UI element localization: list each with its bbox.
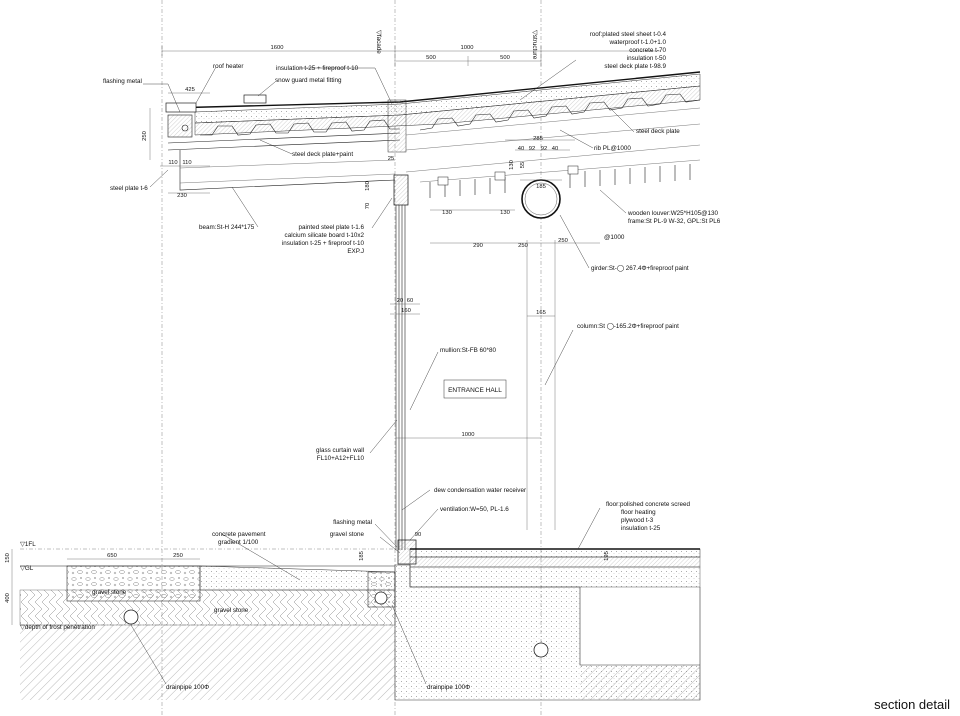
label-snow-guard: snow guard metal fitting bbox=[275, 77, 342, 84]
leader-lines bbox=[130, 59, 635, 685]
dim-230: 230 bbox=[177, 193, 187, 199]
label-steel-deck-plate: steel deck plate bbox=[636, 128, 680, 135]
label-mullion: mullion:St-FB 60*80 bbox=[440, 347, 496, 354]
dim-180: 180 bbox=[365, 181, 371, 191]
dim-425: 425 bbox=[185, 87, 195, 93]
label-steel-plate: steel plate t-6 bbox=[110, 185, 148, 192]
top-dimension-lines bbox=[161, 46, 660, 66]
dim-290: 290 bbox=[473, 243, 483, 249]
dim-1000-mid: 1000 bbox=[462, 432, 475, 438]
dim-195: 195 bbox=[604, 551, 610, 561]
label-calcium: calcium silicate board t-10x2 bbox=[285, 232, 365, 239]
label-insulation-mid: insulation t-25 + fireproof t-10 bbox=[282, 240, 365, 247]
label-steel-deck-paint: steel deck plate+paint bbox=[292, 151, 353, 158]
dim-70: 70 bbox=[365, 203, 371, 209]
room-label: ENTRANCE HALL bbox=[448, 387, 502, 394]
wooden-louvers bbox=[419, 159, 701, 198]
label-gravel-stone-a: gravel stone bbox=[92, 589, 127, 596]
girder-dimension-lines bbox=[430, 139, 600, 244]
label-roof-3: concrete t-70 bbox=[629, 47, 666, 54]
curtain-wall bbox=[393, 174, 417, 565]
label-louver-1: wooden louver:W25*H105@130 bbox=[627, 210, 719, 217]
dim-150: 150 bbox=[5, 553, 11, 563]
dim-1000-top: 1000 bbox=[461, 45, 474, 51]
dim-92-a: 92 bbox=[529, 146, 535, 152]
dim-60: 60 bbox=[407, 298, 413, 304]
label-pavement-1: concrete pavement bbox=[212, 531, 266, 538]
roof-assembly bbox=[165, 71, 701, 191]
label-glass-2: FL10+A12+FL10 bbox=[317, 455, 365, 462]
label-girder: girder:St-◯ 267.4Φ+fireproof paint bbox=[591, 265, 689, 272]
label-ventilation: ventilation:W=50, PL-1.6 bbox=[440, 506, 509, 513]
dim-92-b: 92 bbox=[541, 146, 547, 152]
label-glass-1: glass curtain wall bbox=[316, 447, 364, 454]
dim-250-b: 250 bbox=[518, 243, 528, 249]
dim-at1000: @1000 bbox=[604, 234, 625, 241]
label-louver-2: frame:St PL-9 W-32, GPL:St PL6 bbox=[628, 218, 721, 225]
room-label-box bbox=[443, 379, 507, 399]
level-frost: ▽depth of frost penetration bbox=[20, 624, 95, 631]
structure-axis-label: ▽structure bbox=[531, 30, 538, 60]
label-expj: EXP.J bbox=[347, 248, 364, 255]
dim-40-a: 40 bbox=[518, 146, 524, 152]
label-flashing-metal-top: flashing metal bbox=[103, 78, 142, 85]
label-drainpipe-b: drainpipe 100Φ bbox=[427, 684, 470, 691]
dim-130-a: 130 bbox=[442, 210, 452, 216]
dim-285: 285 bbox=[533, 136, 543, 142]
dim-1600: 1600 bbox=[271, 45, 284, 51]
dim-110-a: 110 bbox=[168, 160, 177, 166]
dim-250: 250 bbox=[142, 131, 148, 141]
label-roof-5: steel deck plate t-98.9 bbox=[604, 63, 666, 70]
label-gravel-stone-b: gravel stone bbox=[214, 607, 249, 614]
dim-250-d: 250 bbox=[173, 553, 183, 559]
label-roof-4: insulation t-50 bbox=[627, 55, 667, 62]
dim-250-c: 250 bbox=[558, 238, 568, 244]
dim-165: 165 bbox=[536, 310, 546, 316]
dim-90: 90 bbox=[415, 532, 421, 538]
label-gravel-stone-low: gravel stone bbox=[330, 531, 365, 538]
dim-185-b: 185 bbox=[359, 551, 365, 561]
dim-40-b: 40 bbox=[552, 146, 558, 152]
dim-110-b: 110 bbox=[182, 160, 191, 166]
level-gl: ▽GL bbox=[20, 565, 34, 572]
dim-500-b: 500 bbox=[500, 55, 510, 61]
label-flashing-metal-low: flashing metal bbox=[333, 519, 372, 526]
label-floor-3: plywood t-3 bbox=[621, 517, 654, 524]
label-beam: beam:St-H 244*175 bbox=[199, 224, 255, 231]
dim-185: 185 bbox=[536, 184, 546, 190]
level-1fl: ▽1FL bbox=[20, 541, 36, 548]
label-roof-2: waterproof t-1.0+1.0 bbox=[608, 39, 666, 46]
dim-400: 400 bbox=[5, 593, 11, 603]
dim-20: 20 bbox=[397, 298, 403, 304]
dim-130-c: 130 bbox=[509, 160, 515, 170]
drawing-caption: section detail bbox=[874, 697, 950, 712]
label-painted-steel: painted steel plate t-1.6 bbox=[299, 224, 365, 231]
label-dew: dew condensation water receiver bbox=[434, 487, 526, 494]
label-drainpipe-a: drainpipe 100Φ bbox=[166, 684, 209, 691]
dim-650: 650 bbox=[107, 553, 117, 559]
dim-160: 160 bbox=[401, 308, 411, 314]
dim-55: 55 bbox=[520, 162, 526, 168]
dim-500-a: 500 bbox=[426, 55, 436, 61]
label-floor-1: floor:polished concrete screed bbox=[606, 501, 691, 508]
label-column: column:St ◯-165.2Φ+fireproof paint bbox=[577, 323, 679, 330]
ground-section bbox=[19, 548, 701, 701]
label-pavement-2: gradient 1/100 bbox=[218, 539, 259, 546]
dim-130-b: 130 bbox=[500, 210, 510, 216]
left-dimension-lines bbox=[149, 92, 210, 194]
label-floor-4: insulation t-25 bbox=[621, 525, 661, 532]
label-roof-heater: roof heater bbox=[213, 63, 243, 70]
label-rib: rib PL@1000 bbox=[594, 145, 631, 152]
label-insulation-top: insulation t-25 + fireproof t-10 bbox=[276, 65, 359, 72]
dim-25: 25 bbox=[388, 156, 394, 162]
label-floor-2: floor heating bbox=[621, 509, 656, 516]
label-roof-1: roof:plated steel sheet t-0.4 bbox=[590, 31, 667, 38]
facade-axis-label: ▽facade bbox=[375, 30, 382, 54]
